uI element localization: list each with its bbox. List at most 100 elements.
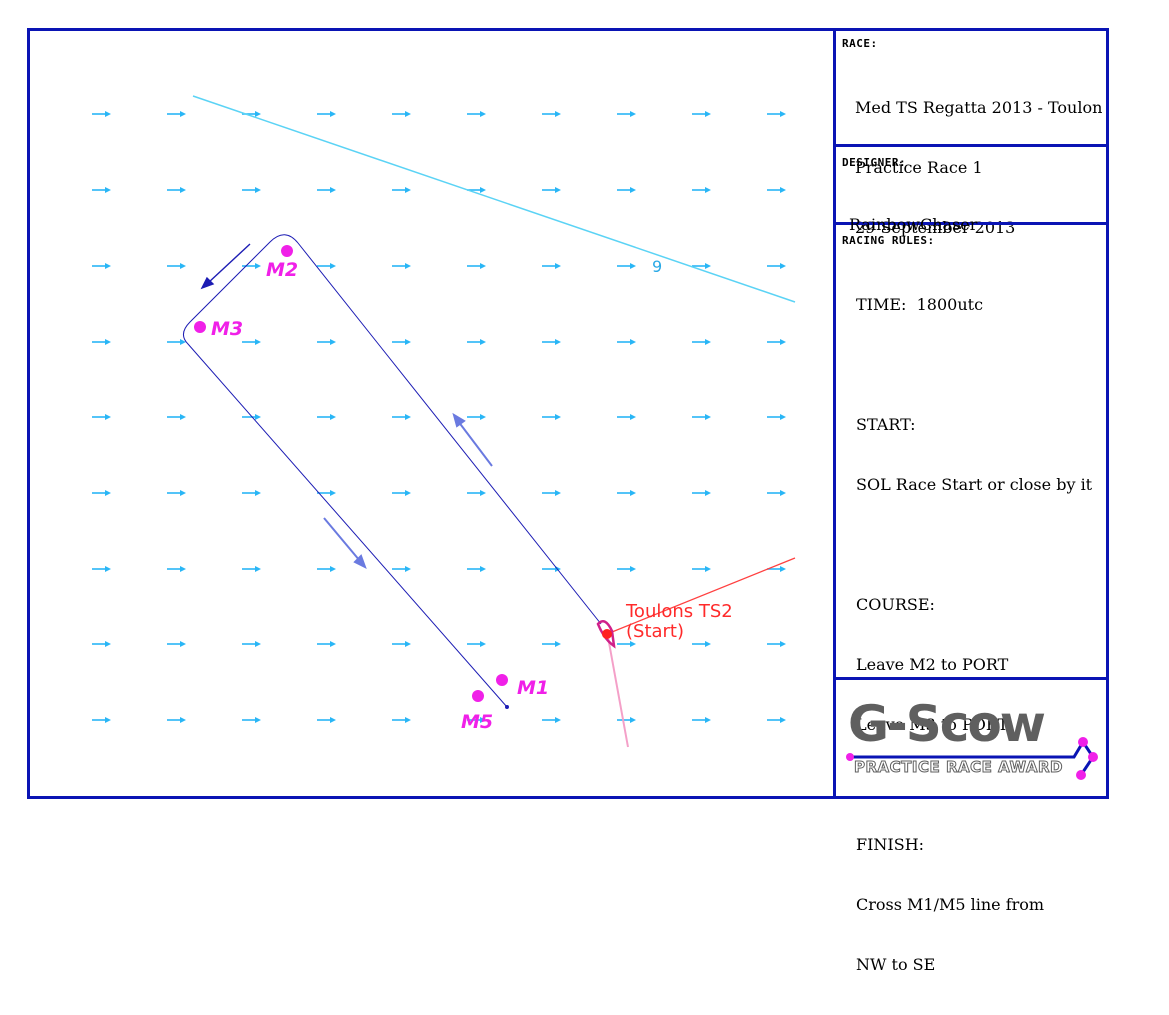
wind-arrow-icon: [92, 490, 111, 496]
wind-arrow-icon: [467, 490, 486, 496]
svg-text:M5: M5: [461, 711, 493, 733]
mark-m2[interactable]: M2: [266, 245, 298, 281]
wind-arrow-icon: [692, 717, 711, 723]
wind-arrow-icon: [92, 111, 111, 117]
course-path: [183, 234, 602, 708]
designer-label: DESIGNER:: [842, 156, 907, 169]
wind-arrow-icon: [542, 339, 561, 345]
direction-arrow-icon: [200, 243, 251, 290]
start-label-sub: (Start): [626, 621, 684, 642]
wind-arrow-icon: [617, 339, 636, 345]
wind-arrow-icon: [242, 490, 261, 496]
wind-arrow-icon: [167, 490, 186, 496]
wind-arrow-icon: [92, 641, 111, 647]
wind-arrow-icon: [242, 263, 261, 269]
wind-arrow-icon: [392, 641, 411, 647]
wind-arrow-icon: [767, 339, 786, 345]
wind-arrow-icon: [242, 339, 261, 345]
wind-arrow-icon: [692, 641, 711, 647]
rules-start-text: SOL Race Start or close by it: [856, 475, 1093, 494]
wind-arrow-icon: [317, 490, 336, 496]
wind-arrow-icon: [242, 641, 261, 647]
mark-m5[interactable]: M5: [461, 690, 493, 733]
wind-arrow-icon: [317, 717, 336, 723]
wind-arrow-icon: [692, 111, 711, 117]
wind-arrow-icon: [92, 566, 111, 572]
wind-arrow-icon: [317, 414, 336, 420]
wind-arrow-icon: [617, 263, 636, 269]
wind-arrow-icon: [692, 263, 711, 269]
wind-arrow-icon: [392, 339, 411, 345]
wind-arrow-icon: [767, 490, 786, 496]
rules-section: RACING RULES: TIME: 1800utc START: SOL R…: [836, 225, 1109, 974]
wind-arrow-icon: [167, 641, 186, 647]
wind-arrow-icon: [242, 187, 261, 193]
isobar-line: [192, 95, 796, 303]
logo-wordmark: G-Scow: [848, 695, 1046, 753]
wind-arrow-icon: [767, 187, 786, 193]
wind-arrow-icon: [167, 111, 186, 117]
wind-arrow-icon: [542, 263, 561, 269]
mark-m1[interactable]: M1: [496, 674, 549, 699]
wind-arrow-icon: [767, 641, 786, 647]
wind-arrow-icon: [617, 111, 636, 117]
wind-arrow-icon: [242, 566, 261, 572]
wind-arrow-icon: [317, 111, 336, 117]
wind-arrow-icon: [692, 566, 711, 572]
wind-arrow-icon: [92, 717, 111, 723]
wind-arrow-icon: [242, 717, 261, 723]
rules-course-line: Leave M3 to PORT: [856, 715, 1009, 734]
rules-time: TIME: 1800utc: [856, 295, 984, 314]
wind-arrow-icon: [392, 263, 411, 269]
wind-arrow-icon: [692, 187, 711, 193]
svg-text:M1: M1: [517, 677, 549, 699]
direction-arrow-icon: [323, 412, 493, 570]
wind-arrow-icon: [167, 414, 186, 420]
rules-start-title: START:: [856, 415, 916, 434]
wind-arrow-icon: [542, 187, 561, 193]
wind-arrow-icon: [767, 263, 786, 269]
wind-arrow-icon: [692, 490, 711, 496]
wind-arrow-icon: [617, 187, 636, 193]
chart-frame: [27, 28, 1109, 799]
wind-arrow-icon: [317, 187, 336, 193]
wind-arrow-icon: [617, 414, 636, 420]
wind-arrow-icon: [617, 717, 636, 723]
isobar-label: 9: [652, 257, 662, 276]
wind-arrow-icon: [92, 339, 111, 345]
svg-text:M2: M2: [266, 259, 298, 281]
wind-arrow-icon: [392, 490, 411, 496]
wind-arrow-icon: [767, 111, 786, 117]
mark-m3[interactable]: M3: [194, 318, 243, 340]
wind-arrow-icon: [317, 566, 336, 572]
course-end-dot: [505, 705, 509, 709]
race-name: Med TS Regatta 2013 - Toulon: [855, 98, 1103, 117]
rules-finish-title: FINISH:: [856, 835, 925, 854]
wind-arrow-icon: [167, 566, 186, 572]
wind-arrow-icon: [92, 414, 111, 420]
wind-arrow-icon: [542, 111, 561, 117]
wind-arrow-icon: [467, 111, 486, 117]
wind-arrow-icon: [467, 339, 486, 345]
designer-name: RainbowChaser: [849, 215, 978, 234]
wind-arrow-icon: [617, 490, 636, 496]
wind-arrow-icon: [467, 414, 486, 420]
boat-icon[interactable]: [596, 619, 616, 649]
wind-arrow-icon: [167, 339, 186, 345]
wind-arrow-icon: [767, 566, 786, 572]
wind-arrow-icon: [542, 566, 561, 572]
wind-arrow-icon: [542, 641, 561, 647]
wind-arrow-icon: [617, 566, 636, 572]
wind-arrow-icon: [242, 414, 261, 420]
wind-arrow-icon: [392, 414, 411, 420]
start-label: Toulons TS2: [625, 601, 733, 622]
race-map[interactable]: 9 M2 M3 M1 M5 Toulons TS2 (Start): [30, 31, 833, 796]
wind-arrow-icon: [467, 717, 486, 723]
rules-finish-line: NW to SE: [856, 955, 936, 974]
wind-arrow-icon: [542, 414, 561, 420]
wind-arrow-icon: [767, 414, 786, 420]
wind-arrow-icon: [167, 263, 186, 269]
logo-subtitle: PRACTICE RACE AWARD: [853, 758, 1064, 777]
wind-arrow-icon: [467, 641, 486, 647]
info-panel: RACE: Med TS Regatta 2013 - Toulon Pract…: [833, 28, 1109, 974]
